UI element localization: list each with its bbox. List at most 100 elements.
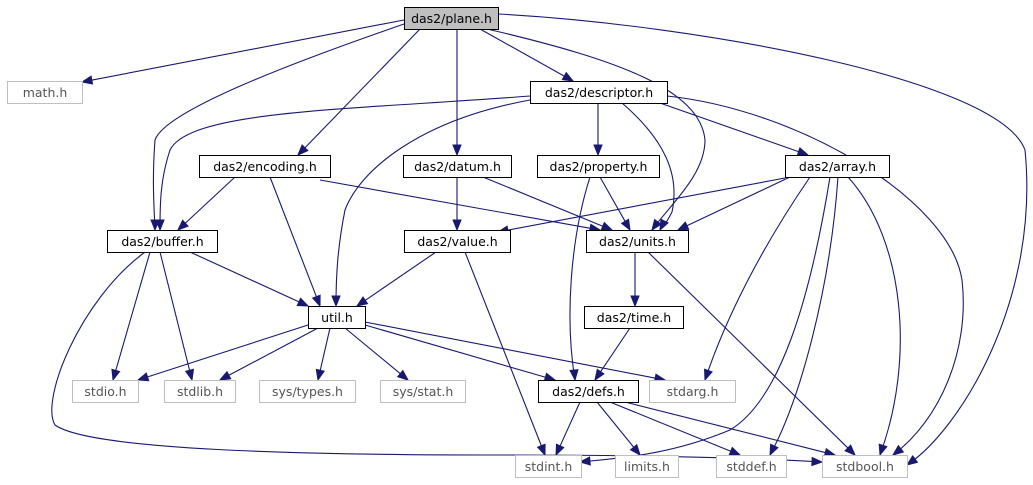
node-stdint: stdint.h xyxy=(515,455,582,478)
node-label: das2/datum.h xyxy=(414,159,501,174)
edge-util-to-sysstat xyxy=(344,327,410,381)
edge-encoding-to-units xyxy=(319,179,602,233)
node-stdbool: stdbool.h xyxy=(822,455,908,478)
node-label: stdarg.h xyxy=(667,384,719,399)
node-label: das2/descriptor.h xyxy=(545,85,653,100)
node-stdlib: stdlib.h xyxy=(164,380,236,403)
edge-plane-to-units xyxy=(486,28,706,232)
node-box xyxy=(107,230,218,253)
edge-descriptor-to-stdbool xyxy=(666,95,964,456)
node-array[interactable]: das2/array.h xyxy=(785,155,890,178)
node-box xyxy=(584,306,684,329)
edge-buffer-to-util xyxy=(189,251,310,307)
node-box xyxy=(164,380,236,403)
graph-edges xyxy=(51,13,1028,467)
edge-plane-to-buffer xyxy=(150,23,405,232)
node-label: util.h xyxy=(321,310,353,325)
node-label: das2/value.h xyxy=(417,234,497,249)
node-box xyxy=(259,380,356,403)
node-label: stdio.h xyxy=(84,384,126,399)
node-box xyxy=(72,380,139,403)
edge-util-to-systypes xyxy=(315,327,331,382)
node-box xyxy=(515,455,582,478)
graph-nodes: das2/plane.h math.h das2/descriptor.h das2/… xyxy=(7,7,908,478)
node-box xyxy=(716,455,787,478)
node-math: math.h xyxy=(7,81,83,104)
edge-value-to-util xyxy=(355,251,437,307)
node-limits: limits.h xyxy=(615,455,679,478)
node-time[interactable]: das2/time.h xyxy=(584,306,684,329)
node-plane[interactable]: das2/plane.h xyxy=(404,7,499,30)
edge-buffer-to-stdbool xyxy=(51,251,824,467)
node-label: sys/stat.h xyxy=(393,384,454,399)
node-label: das2/property.h xyxy=(550,159,648,174)
node-label: stdlib.h xyxy=(177,384,223,399)
node-box xyxy=(615,455,679,478)
edge-util-to-stdlib xyxy=(218,327,319,381)
node-box xyxy=(7,81,83,104)
edge-defs-to-stdbool xyxy=(624,401,837,458)
node-box xyxy=(586,230,689,253)
edge-array-to-value xyxy=(496,177,786,235)
node-buffer[interactable]: das2/buffer.h xyxy=(107,230,218,253)
edge-units-to-time xyxy=(630,252,640,308)
node-label: das2/units.h xyxy=(599,234,676,249)
edge-descriptor-to-util xyxy=(331,99,531,308)
node-label: das2/defs.h xyxy=(552,384,625,399)
node-defs[interactable]: das2/defs.h xyxy=(538,380,639,403)
edge-descriptor-to-array xyxy=(659,102,810,156)
edge-datum-to-units xyxy=(482,176,614,231)
edge-property-to-defs xyxy=(569,176,591,382)
node-stdio: stdio.h xyxy=(72,380,139,403)
node-label: das2/plane.h xyxy=(411,11,492,26)
edge-plane-to-encoding xyxy=(297,28,421,156)
edge-buffer-to-stdio xyxy=(111,251,151,382)
node-datum[interactable]: das2/datum.h xyxy=(403,155,512,178)
node-systypes: sys/types.h xyxy=(259,380,356,403)
node-stdarg: stdarg.h xyxy=(649,380,736,403)
edge-array-to-stdarg xyxy=(703,176,811,382)
node-units[interactable]: das2/units.h xyxy=(586,230,689,253)
edge-array-to-units xyxy=(676,176,791,231)
node-label: stddef.h xyxy=(726,459,776,474)
edge-plane-to-stdbool xyxy=(497,13,1028,466)
edge-plane-to-datum xyxy=(452,29,462,157)
node-box xyxy=(649,380,736,403)
edge-array-to-stdbool xyxy=(847,176,901,457)
node-label: sys/types.h xyxy=(272,384,343,399)
edge-descriptor-to-buffer xyxy=(155,95,531,232)
edge-descriptor-to-property xyxy=(593,103,603,157)
edge-buffer-to-stdlib xyxy=(159,251,195,382)
node-sysstat: sys/stat.h xyxy=(380,380,466,403)
edge-util-to-stdio xyxy=(136,324,309,382)
node-box xyxy=(380,380,466,403)
node-util[interactable]: util.h xyxy=(308,306,366,329)
node-value[interactable]: das2/value.h xyxy=(404,230,511,253)
node-label: das2/encoding.h xyxy=(213,159,317,174)
node-box xyxy=(199,155,331,178)
edge-plane-to-descriptor xyxy=(479,28,575,82)
edge-value-to-stdint xyxy=(464,251,546,457)
edge-array-to-stddef xyxy=(769,176,839,457)
edge-descriptor-to-units xyxy=(621,102,675,232)
edge-defs-to-stddef xyxy=(609,401,742,456)
node-box xyxy=(403,155,512,178)
edge-time-to-defs xyxy=(594,327,631,382)
node-box xyxy=(404,230,511,253)
node-label: das2/array.h xyxy=(799,159,876,174)
node-label: das2/buffer.h xyxy=(121,234,203,249)
node-label: stdbool.h xyxy=(836,459,894,474)
node-property[interactable]: das2/property.h xyxy=(537,155,660,178)
node-box xyxy=(530,81,668,104)
node-label: math.h xyxy=(23,85,68,100)
node-encoding[interactable]: das2/encoding.h xyxy=(199,155,331,178)
edge-encoding-to-util xyxy=(269,176,321,308)
edge-datum-to-value xyxy=(452,177,462,232)
edge-encoding-to-buffer xyxy=(177,176,236,231)
node-label: stdint.h xyxy=(525,459,573,474)
node-box xyxy=(308,306,366,329)
node-box xyxy=(404,7,499,30)
edge-plane-to-math xyxy=(80,19,405,85)
node-descriptor[interactable]: das2/descriptor.h xyxy=(530,81,668,104)
node-stddef: stddef.h xyxy=(716,455,787,478)
